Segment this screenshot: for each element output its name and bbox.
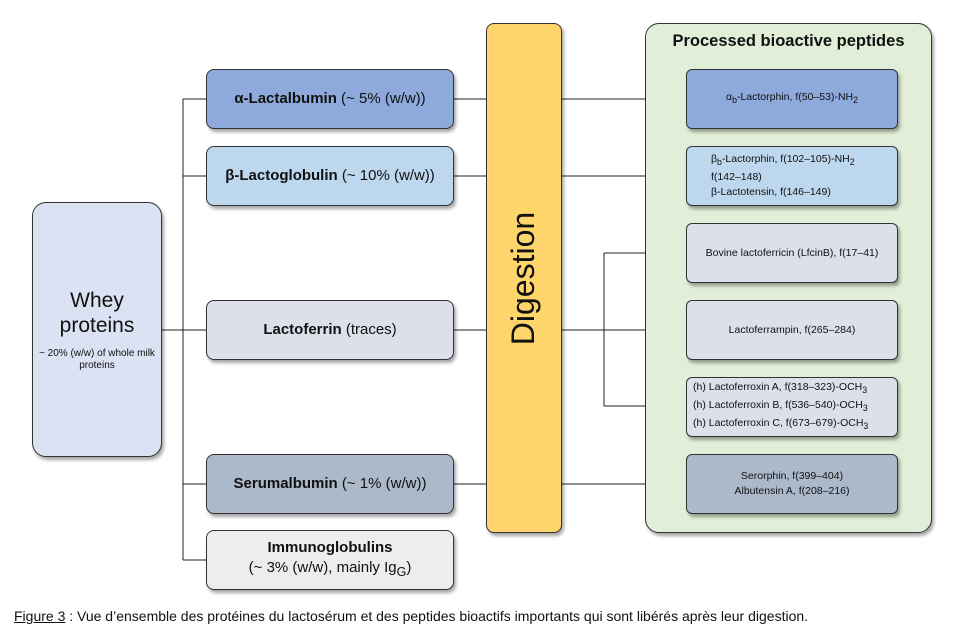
pep-beta-l3: β-Lactotensin, f(146–149)	[711, 186, 831, 199]
protein-beta-lactoglobulin: β-Lactoglobulin (~ 10% (w/w))	[206, 146, 454, 206]
whey-subtitle: ~ 20% (w/w) of whole milk proteins	[39, 347, 155, 371]
protein-immuno-detail-end: )	[406, 559, 412, 576]
peptide-bovine-lactoferricin: Bovine lactoferricin (LfcinB), f(17–41)	[686, 223, 898, 283]
pep-beta-l1-sub2: 2	[849, 157, 855, 168]
protein-alpha-name: α-Lactalbumin	[234, 90, 337, 107]
protein-alpha-detail: (~ 5% (w/w))	[336, 90, 426, 107]
pep-ferroxin-a: (h) Lactoferroxin A, f(318–323)-OCH	[693, 380, 863, 393]
peptide-beta-group: βb-Lactorphin, f(102–105)-NH2 f(142–148)…	[686, 146, 898, 206]
pep-ferroxin-a-sub: 3	[862, 384, 868, 395]
protein-lactoferrin-name: Lactoferrin	[263, 321, 342, 338]
protein-alpha-lactalbumin: α-Lactalbumin (~ 5% (w/w))	[206, 69, 454, 129]
pep-lactoferrampin-text: Lactoferrampin, f(265–284)	[728, 323, 856, 336]
pep-ferroxin-c: (h) Lactoferroxin C, f(673–679)-OCH	[693, 417, 864, 430]
digestion-box: Digestion	[486, 23, 562, 533]
pep-serum-l1: Serorphin, f(399–404)	[740, 470, 844, 482]
pep-serum-l2: Albutensin A, f(208–216)	[734, 485, 850, 497]
peptide-lactoferrampin: Lactoferrampin, f(265–284)	[686, 300, 898, 360]
whey-proteins-box: Whey proteins ~ 20% (w/w) of whole milk …	[32, 202, 162, 457]
digestion-label: Digestion	[505, 211, 542, 345]
peptide-serum-group: Serorphin, f(399–404) Albutensin A, f(20…	[686, 454, 898, 514]
pep-ferroxin-b-sub: 3	[862, 403, 868, 414]
panel-title: Processed bioactive peptides	[672, 32, 905, 50]
whey-title: Whey proteins	[59, 288, 135, 337]
pep-beta-l1-pre: β	[711, 152, 718, 165]
protein-lactoferrin-detail: (traces)	[341, 321, 397, 338]
pep-alpha-main: -Lactorphin, f(50–53)-NH	[736, 90, 854, 103]
peptide-lactoferroxins: (h) Lactoferroxin A, f(318–323)-OCH3 (h)…	[686, 377, 898, 437]
pep-beta-l2: f(142–148)	[711, 171, 762, 184]
protein-immunoglobulins: Immunoglobulins (~ 3% (w/w), mainly IgG)	[206, 530, 454, 590]
protein-immuno-detail-sub: G	[396, 565, 407, 579]
protein-beta-detail: (~ 10% (w/w))	[337, 167, 435, 184]
protein-immuno-detail: (~ 3% (w/w), mainly Ig	[248, 559, 397, 576]
protein-serum-detail: (~ 1% (w/w))	[337, 475, 427, 492]
pep-bovine-text: Bovine lactoferricin (LfcinB), f(17–41)	[705, 246, 879, 259]
protein-lactoferrin: Lactoferrin (traces)	[206, 300, 454, 360]
pep-beta-l1-main: -Lactorphin, f(102–105)-NH	[721, 152, 850, 165]
pep-beta-l1-sub: b	[717, 157, 722, 168]
pep-ferroxin-c-sub: 3	[863, 421, 869, 432]
protein-serum-name: Serumalbumin	[233, 475, 338, 492]
pep-alpha-pre-sub: b	[732, 95, 737, 106]
caption-text: : Vue d’ensemble des protéines du lactos…	[65, 608, 809, 624]
protein-serumalbumin: Serumalbumin (~ 1% (w/w))	[206, 454, 454, 514]
protein-beta-name: β-Lactoglobulin	[225, 167, 338, 184]
peptide-alpha-lactorphin: αb-Lactorphin, f(50–53)-NH2	[686, 69, 898, 129]
pep-ferroxin-b: (h) Lactoferroxin B, f(536–540)-OCH	[693, 398, 863, 411]
pep-alpha-sub: 2	[853, 95, 858, 106]
caption-label: Figure 3	[14, 608, 66, 624]
figure-caption: Figure 3 : Vue d’ensemble des protéines …	[14, 608, 808, 624]
pep-alpha-pre: α	[726, 90, 733, 103]
protein-immuno-name: Immunoglobulins	[267, 539, 393, 556]
